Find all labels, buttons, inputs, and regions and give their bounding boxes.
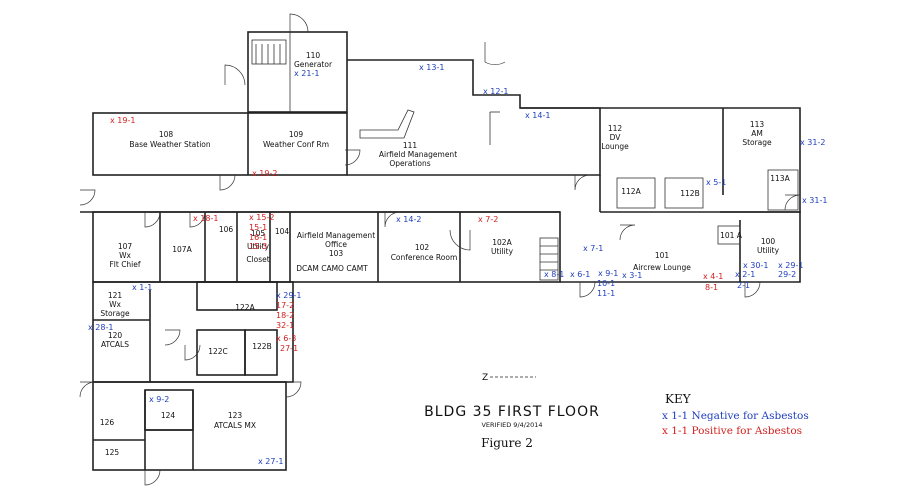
key-heading: KEY <box>665 392 692 406</box>
sample-marker: x 9-2 <box>149 395 169 404</box>
building-walls <box>80 31 801 471</box>
sample-marker: 11-1 <box>597 289 615 298</box>
sample-marker: x 9-1 <box>598 269 618 278</box>
sample-marker: x 1-1 <box>132 283 152 292</box>
verified-date: VERIFIED 9/4/2014 <box>481 421 542 429</box>
sample-marker: 16-1 <box>249 233 267 242</box>
asbestos-sample-markers: x 21-1 x 13-1 x 12-1 x 14-1 x 19-1 x 19-… <box>88 63 827 466</box>
sample-marker: x 29-1 <box>276 291 301 300</box>
room-106: 106 <box>219 225 234 234</box>
sample-marker: 15-3 <box>249 242 267 251</box>
north-arrow: Z <box>482 373 536 383</box>
sample-marker: x 7-1 <box>583 244 603 253</box>
key-negative: x 1-1 Negative for Asbestos <box>662 410 809 422</box>
sample-marker: x 13-1 <box>419 63 444 72</box>
sample-marker: x 5-1 <box>706 178 726 187</box>
figure-caption: Figure 2 <box>481 436 533 450</box>
sample-marker: x 14-2 <box>396 215 421 224</box>
sample-marker: 17-2 <box>276 301 294 310</box>
sample-marker: x 6-3 <box>276 334 296 343</box>
key-positive: x 1-1 Positive for Asbestos <box>662 425 802 437</box>
sample-marker: 27-1 <box>280 344 298 353</box>
sample-marker: x 12-1 <box>483 87 508 96</box>
sample-marker: x 14-1 <box>525 111 550 120</box>
room-101a: 101 A <box>720 231 743 240</box>
room-124: 124 <box>161 411 176 420</box>
sample-marker: 10-1 <box>597 279 615 288</box>
sample-marker: 2-1 <box>737 281 750 290</box>
sample-marker: x 28-1 <box>88 323 113 332</box>
sample-marker: 29-2 <box>778 270 796 279</box>
sample-marker: x 4-1 <box>703 272 723 281</box>
room-107a: 107A <box>172 245 192 254</box>
sample-marker: x 21-1 <box>294 69 319 78</box>
room-126: 126 <box>100 418 115 427</box>
room-122a: 122A <box>235 303 255 312</box>
room-104: 104 <box>275 227 290 236</box>
room-122b: 122B <box>252 342 271 351</box>
room-122c: 122C <box>208 347 228 356</box>
sample-marker: 15-1 <box>249 223 267 232</box>
sample-marker: x 30-1 <box>743 261 768 270</box>
legend-key: KEY x 1-1 Negative for Asbestos x 1-1 Po… <box>662 392 809 437</box>
sample-marker: x 6-1 <box>570 270 590 279</box>
door-swings <box>79 13 801 486</box>
sample-marker: x 3-1 <box>622 271 642 280</box>
sample-marker: 18-2 <box>276 311 294 320</box>
drawing-title: BLDG 35 FIRST FLOOR <box>424 404 600 420</box>
sample-marker: x 31-1 <box>802 196 827 205</box>
sample-marker: x 29-1 <box>778 261 803 270</box>
sample-marker: 8-1 <box>705 283 718 292</box>
north-arrow-label: Z <box>482 373 488 383</box>
room-112b: 112B <box>680 189 699 198</box>
room-113a: 113A <box>770 174 790 183</box>
sample-marker: x 31-2 <box>800 138 825 147</box>
sample-marker: x 15-2 <box>249 213 274 222</box>
sample-marker: x 19-1 <box>110 116 135 125</box>
sample-marker: x 7-2 <box>478 215 498 224</box>
room-125: 125 <box>105 448 120 457</box>
sample-marker: x 18-1 <box>193 214 218 223</box>
sample-marker: x 2-1 <box>735 270 755 279</box>
room-112a: 112A <box>621 187 641 196</box>
sample-marker: 32-1 <box>276 321 294 330</box>
sample-marker: x 27-1 <box>258 457 283 466</box>
sample-marker: x 8-1 <box>544 270 564 279</box>
sample-marker: x 19-2 <box>252 169 277 178</box>
